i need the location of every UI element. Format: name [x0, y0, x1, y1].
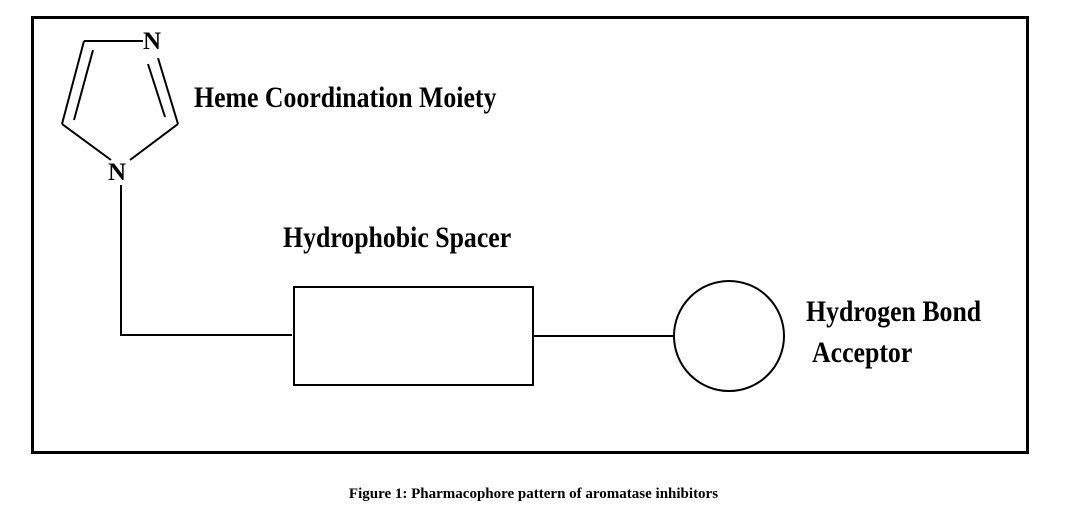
ring-bond-c-c-left: [61, 40, 85, 125]
figure-caption: Figure 1: Pharmacophore pattern of aroma…: [348, 486, 719, 502]
imidazole-ring: [61, 40, 179, 161]
ring-bond-double-inner-right: [147, 63, 166, 118]
ring-bond-double-inner-left: [73, 49, 94, 121]
ring-bond-n-top-c: [157, 57, 179, 125]
linker-n-to-spacer: [120, 185, 292, 336]
ring-bond-n-bottom-c-left: [61, 123, 112, 161]
ring-bond-c-n-bottom-right: [129, 123, 179, 161]
label-heme-coordination-moiety: Heme Coordination Moiety: [194, 81, 497, 114]
label-acceptor: Acceptor: [812, 336, 913, 369]
atom-n-bottom: N: [108, 159, 127, 186]
hydrogen-bond-acceptor-circle: [673, 280, 785, 392]
hydrophobic-spacer-box: [293, 286, 534, 386]
atom-n-top: N: [143, 28, 162, 55]
label-hydrophobic-spacer: Hydrophobic Spacer: [283, 221, 512, 254]
figure-frame: [31, 16, 1029, 454]
label-hydrogen-bond: Hydrogen Bond: [806, 295, 982, 328]
